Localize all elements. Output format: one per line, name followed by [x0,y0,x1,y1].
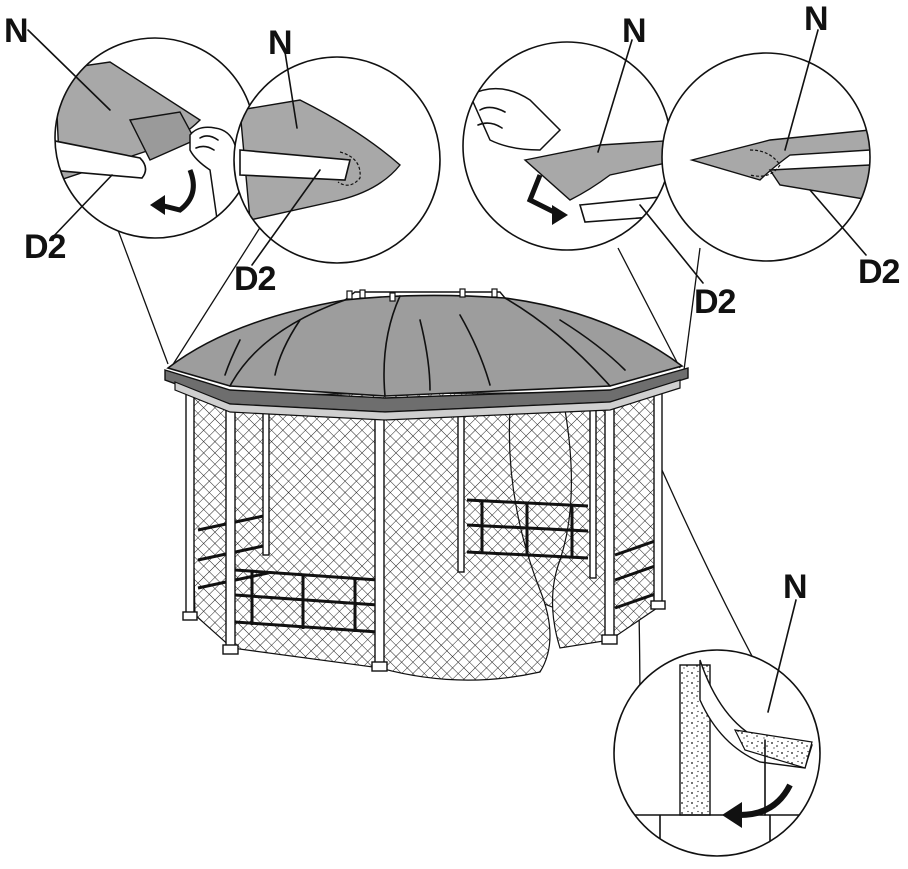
front-net-left [231,404,381,669]
post-feet [182,600,666,672]
label-n-top-right-2: N [804,0,828,38]
detail-circle-2 [233,56,441,264]
label-n-bottom-right: N [783,568,807,606]
label-n-top-left: N [4,12,28,50]
label-d2-top-right: D2 [858,253,900,291]
curved-arrow-icon [159,169,196,213]
frame-band [174,379,681,421]
label-d2-top-right-2: D2 [694,283,736,321]
railings [197,498,659,634]
label-n-top-right: N [622,12,646,50]
callout-lines [27,29,867,713]
detail-circle-4 [661,52,871,262]
labels: N D2 N D2 N N D2 D2 N [4,0,901,606]
roof-seams [224,295,626,397]
label-n-top-left-2: N [268,24,292,62]
curved-arrow-icon [526,174,562,218]
front-net-center [379,409,551,681]
gazebo [164,288,689,681]
detail-circle-1 [54,37,256,239]
detail-circle-3 [462,41,672,251]
curved-arrow-icon [739,783,793,818]
detail-circle-5 [613,649,821,857]
label-d2-top-left: D2 [24,228,66,266]
label-d2-top-left-2: D2 [234,260,276,298]
